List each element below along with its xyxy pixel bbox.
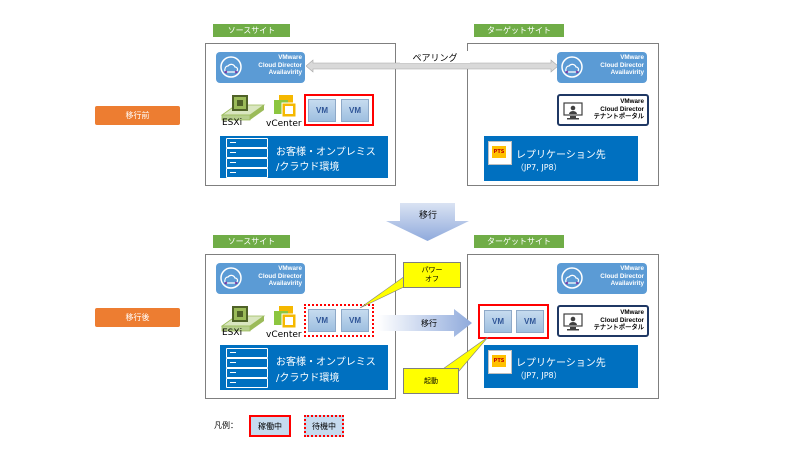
vcd-line3: Availavirity: [610, 69, 644, 77]
vm-group-running-target: [478, 304, 549, 339]
replication-line2: （JP7, JP8）: [516, 163, 562, 172]
migration-arrow-label: 移行: [421, 319, 437, 328]
vcenter-icon: [273, 305, 299, 331]
power-off-callout: パワー オフ: [403, 262, 461, 288]
esxi-icon: [220, 95, 266, 129]
vm-box: VM: [308, 309, 336, 332]
tenant-portal-icon: [563, 313, 583, 331]
migration-right-arrow: [378, 309, 472, 337]
vcenter-label: vCenter: [266, 119, 302, 129]
vm-box: VM: [516, 310, 544, 333]
legend-running: 稼働中: [249, 415, 291, 437]
customer-environment-top: お客様・オンプレミス /クラウド環境: [220, 136, 388, 178]
vcd-line1: VMware: [278, 54, 302, 61]
vcd-line3: Availavirity: [610, 280, 644, 288]
replication-line1: レプリケーション先: [516, 150, 606, 161]
cloud-director-icon: [220, 56, 242, 78]
tenant-line2: Cloud Director: [600, 105, 644, 113]
vcd-line3: Availavirity: [268, 280, 302, 288]
esxi-icon: [220, 306, 266, 340]
tenant-portal-icon: [563, 102, 583, 120]
source-site-label-bottom: ソースサイト: [213, 235, 290, 248]
vcd-line1: VMware: [620, 54, 644, 61]
pts-icon: PTS: [488, 141, 512, 165]
vcd-line3: Availavirity: [268, 69, 302, 77]
customer-env-line2: /クラウド環境: [276, 162, 340, 173]
vm-box: VM: [484, 310, 512, 333]
esxi-label: ESXi: [222, 118, 243, 128]
vm-box: VM: [341, 99, 369, 122]
replication-line1: レプリケーション先: [516, 358, 606, 369]
vm-box: VM: [341, 309, 369, 332]
vcd-line2: Cloud Director: [600, 61, 644, 69]
tenant-line3: テナントポータル: [593, 324, 644, 332]
vm-group-running-top: [304, 94, 374, 126]
vcd-line2: Cloud Director: [258, 61, 302, 69]
replication-target-top: PTS レプリケーション先 （JP7, JP8）: [484, 136, 638, 181]
tenant-line2: Cloud Director: [600, 316, 644, 324]
cloud-director-icon: [220, 267, 242, 289]
tenant-line3: テナントポータル: [593, 113, 644, 121]
customer-environment-bottom: お客様・オンプレミス /クラウド環境: [220, 345, 388, 390]
target-site-label-top: ターゲットサイト: [474, 24, 564, 37]
tenant-line1: VMware: [620, 309, 644, 316]
cloud-director-icon: [561, 267, 583, 289]
tenant-line1: VMware: [620, 98, 644, 105]
vcd-line1: VMware: [620, 265, 644, 272]
after-label: 移行後: [95, 308, 180, 327]
vm-group-standby-source: [304, 304, 374, 337]
legend-standby: 待機中: [304, 415, 344, 437]
customer-env-line1: お客様・オンプレミス: [276, 357, 376, 368]
pairing-label: ペアリング: [400, 51, 470, 64]
esxi-label: ESXi: [222, 328, 243, 338]
cloud-director-icon: [561, 56, 583, 78]
customer-env-line1: お客様・オンプレミス: [276, 147, 376, 158]
vcd-line1: VMware: [278, 265, 302, 272]
vcd-line2: Cloud Director: [258, 272, 302, 280]
source-site-label-top: ソースサイト: [213, 24, 290, 37]
migration-down-arrow: [386, 203, 469, 241]
replication-line2: （JP7, JP8）: [516, 371, 562, 380]
migration-label: 移行: [418, 211, 437, 221]
pairing-arrow: [306, 59, 558, 73]
vcd-line2: Cloud Director: [600, 272, 644, 280]
startup-callout: 起動: [403, 368, 459, 394]
replication-target-bottom: PTS レプリケーション先 （JP7, JP8）: [484, 345, 638, 388]
target-site-label-bottom: ターゲットサイト: [474, 235, 564, 248]
customer-env-line2: /クラウド環境: [276, 373, 340, 384]
before-label: 移行前: [95, 106, 180, 125]
vcenter-icon: [273, 94, 299, 120]
pts-icon: PTS: [488, 350, 512, 374]
vm-box: VM: [308, 99, 336, 122]
legend-label: 凡例：: [214, 421, 238, 430]
vcenter-label: vCenter: [266, 330, 302, 340]
